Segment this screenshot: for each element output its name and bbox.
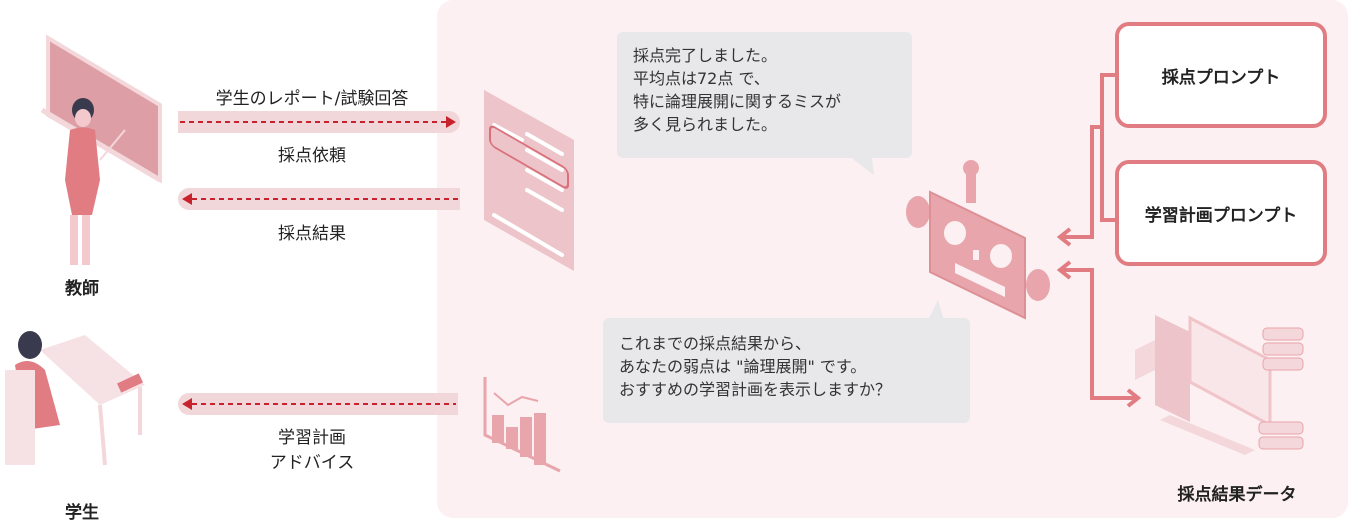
grading-data-illustration [1135, 315, 1304, 455]
submission-label: 学生のレポート/試験回答 [215, 89, 409, 109]
grading-prompt-box: 採点プロンプト [1115, 22, 1327, 128]
advice-message-bubble: これまでの採点結果から、 あなたの弱点は "論理展開" です。 おすすめの学習計… [603, 318, 970, 423]
student-illustration [5, 331, 145, 466]
advice-label: 学習計画 アドバイス [178, 426, 446, 476]
grading-message-line: 特に論理展開に関するミスが [633, 92, 842, 111]
advice-message-line: これまでの採点結果から、 [619, 334, 812, 353]
request-label: 採点依頼 [278, 146, 346, 166]
plan-prompt-box: 学習計画プロンプト [1115, 160, 1327, 266]
request-arrow-line [180, 116, 456, 128]
result-label: 採点結果 [278, 224, 346, 244]
grading-message-line: 採点完了しました。 [633, 46, 778, 65]
grading-message-line: 平均点は72点 で、 [633, 69, 770, 88]
advice-label-line2: アドバイス [269, 453, 355, 473]
result-arrow-line [182, 193, 458, 205]
student-label: 学生 [65, 503, 99, 523]
advice-label-line1: 学習計画 [278, 428, 346, 448]
advice-arrow-line [182, 398, 456, 410]
teacher-label: 教師 [65, 279, 99, 299]
connector-lines [1056, 73, 1142, 408]
advice-message-line: あなたの弱点は "論理展開" です。 [619, 357, 867, 376]
grading-message-line: 多く見られました。 [633, 115, 778, 134]
ai-robot-icon [906, 160, 1050, 320]
grading-prompt-label: 採点プロンプト [1161, 67, 1281, 88]
grading-data-label: 採点結果データ [1177, 485, 1297, 505]
graded-document-icon [484, 90, 574, 271]
plan-prompt-label: 学習計画プロンプト [1144, 205, 1298, 226]
learning-chart-icon [483, 377, 561, 473]
bubble-tail [850, 157, 874, 175]
advice-message-line: おすすめの学習計画を表示しますか？ [619, 380, 892, 399]
grading-message-bubble: 採点完了しました。 平均点は72点 で、 特に論理展開に関するミスが 多く見られ… [617, 32, 912, 158]
teacher-illustration [40, 34, 162, 265]
bubble-tail [928, 300, 944, 320]
